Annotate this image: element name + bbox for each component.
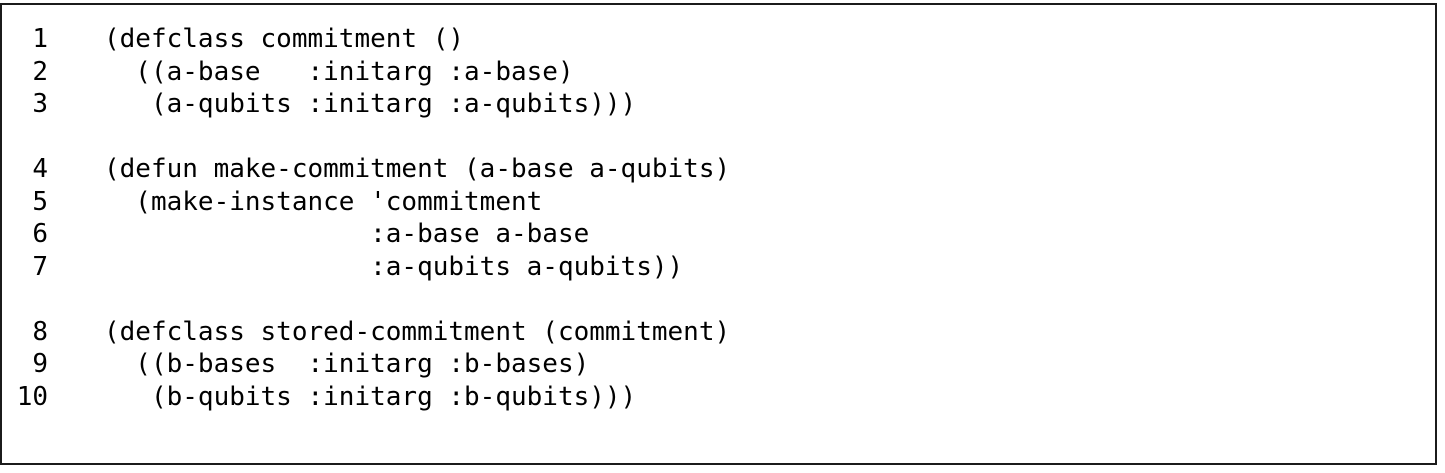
code-text: :a-qubits a-qubits)): [104, 251, 684, 282]
line-number: 10: [16, 381, 48, 412]
code-text: (make-instance 'commitment: [104, 186, 543, 217]
line-number: 7: [32, 251, 48, 282]
code-text: :a-base a-base: [104, 219, 590, 249]
code-text: ((b-bases :initarg :b-bases): [104, 349, 590, 379]
blank-line: [2, 283, 1435, 316]
line-number: 1: [32, 24, 48, 54]
line-number: 5: [32, 186, 48, 217]
code-line: 2 ((a-base :initarg :a-base): [2, 56, 1435, 89]
code-line: 9 ((b-bases :initarg :b-bases): [2, 348, 1435, 381]
line-number: [2, 283, 48, 316]
code-listing: 1 (defclass commitment () 2 ((a-base :ini…: [2, 5, 1435, 413]
line-number: 9: [32, 349, 48, 379]
code-line: 4 (defun make-commitment (a-base a-qubits…: [2, 153, 1435, 186]
blank-line: [2, 121, 1435, 154]
code-line: 7 :a-qubits a-qubits)): [2, 251, 1435, 284]
line-number: 6: [32, 219, 48, 249]
code-text: (defun make-commitment (a-base a-qubits): [104, 154, 731, 184]
code-text: (a-qubits :initarg :a-qubits))): [104, 89, 637, 119]
code-text: ((a-base :initarg :a-base): [104, 56, 574, 87]
code-line: 1 (defclass commitment (): [2, 23, 1435, 56]
code-line: 3 (a-qubits :initarg :a-qubits))): [2, 88, 1435, 121]
code-text: (b-qubits :initarg :b-qubits))): [104, 381, 637, 412]
line-number: 2: [32, 56, 48, 87]
code-text: (defclass commitment (): [104, 24, 465, 54]
code-text: (defclass stored-commitment (commitment): [104, 316, 731, 347]
listing-frame: 1 (defclass commitment () 2 ((a-base :ini…: [0, 3, 1437, 465]
line-number: 8: [32, 316, 48, 347]
code-line: 5 (make-instance 'commitment: [2, 186, 1435, 219]
code-line: 8 (defclass stored-commitment (commitment…: [2, 316, 1435, 349]
line-number: 3: [32, 89, 48, 119]
code-line: 6 :a-base a-base: [2, 218, 1435, 251]
line-number: [2, 121, 48, 154]
code-line: 10 (b-qubits :initarg :b-qubits))): [2, 381, 1435, 414]
line-number: 4: [32, 154, 48, 184]
